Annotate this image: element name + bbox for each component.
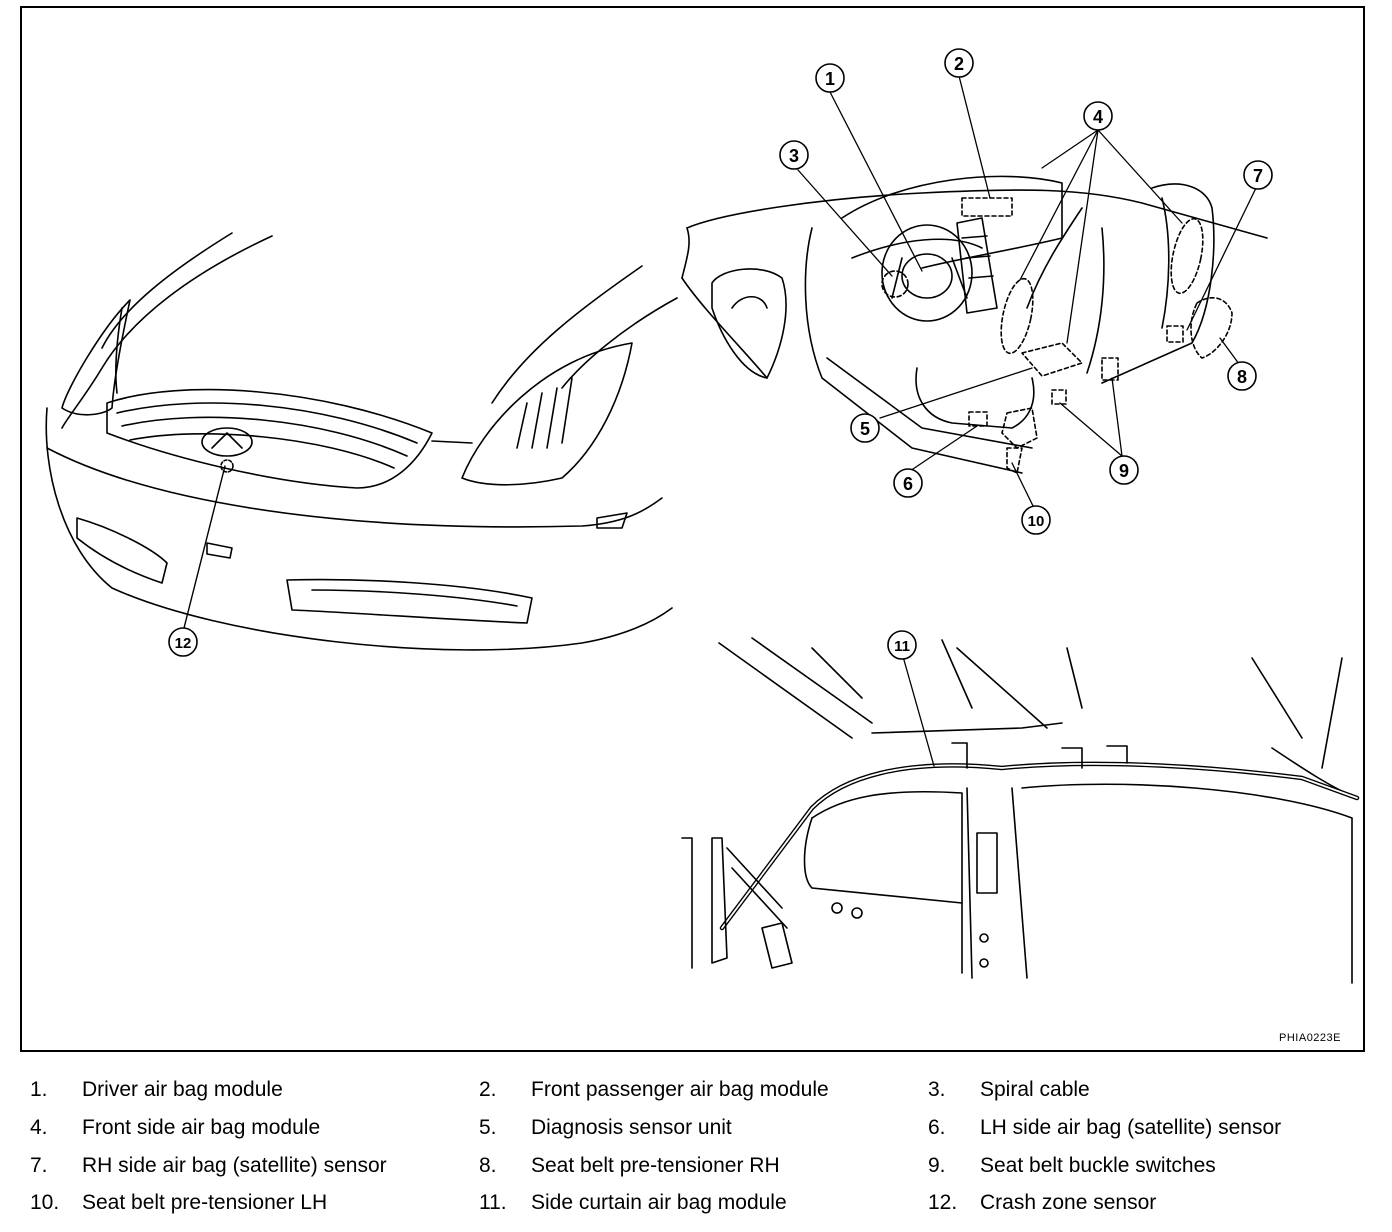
callout-8: 8: [1227, 361, 1257, 391]
callout-label: 1: [825, 69, 835, 89]
callout-label: 10: [1028, 513, 1045, 530]
legend-number: 1.: [30, 1078, 48, 1101]
legend-number: 10.: [30, 1191, 60, 1214]
legend-label: Driver air bag module: [82, 1078, 283, 1101]
callout-11: 11: [887, 630, 917, 660]
callout-label: 4: [1093, 107, 1103, 127]
interior-illustration: [681, 75, 1268, 511]
legend-number: 12.: [928, 1191, 958, 1214]
callout-1: 1: [815, 63, 845, 93]
diagram-frame: 1 2 3 4 5 6 7 8 9 10 11 12 PHIA0223E: [20, 6, 1365, 1052]
callout-label: 3: [789, 146, 799, 166]
legend-number: 9.: [928, 1154, 946, 1177]
legend-label: Front passenger air bag module: [531, 1078, 829, 1101]
legend-number: 5.: [479, 1116, 497, 1139]
callout-7: 7: [1243, 160, 1273, 190]
callout-10: 10: [1021, 505, 1051, 535]
legend-number: 6.: [928, 1116, 946, 1139]
legend-label: Spiral cable: [980, 1078, 1090, 1101]
callout-label: 5: [860, 419, 870, 439]
callout-4: 4: [1083, 101, 1113, 131]
car-front-illustration: [45, 232, 678, 651]
legend-label: Seat belt pre-tensioner RH: [531, 1154, 780, 1177]
legend-number: 11.: [479, 1191, 507, 1214]
legend-number: 4.: [30, 1116, 48, 1139]
legend-label: Seat belt pre-tensioner LH: [82, 1191, 328, 1214]
legend-number: 2.: [479, 1078, 497, 1101]
legend-label: Side curtain air bag module: [531, 1191, 787, 1214]
callout-12: 12: [168, 627, 198, 657]
callout-9: 9: [1109, 455, 1139, 485]
legend-label: LH side air bag (satellite) sensor: [980, 1116, 1282, 1139]
callout-label: 9: [1119, 461, 1129, 481]
diagram-drawing: 1 2 3 4 5 6 7 8 9 10 11 12: [45, 48, 1360, 984]
legend-label: Diagnosis sensor unit: [531, 1116, 732, 1139]
legend-number: 7.: [30, 1154, 48, 1177]
parts-legend: 1. Driver air bag module 2. Front passenge…: [0, 1068, 1392, 1228]
callout-markers: 1 2 3 4 5 6 7 8 9 10 11 12: [168, 48, 1273, 660]
callout-6: 6: [893, 468, 923, 498]
legend-number: 3.: [928, 1078, 946, 1101]
legend-label: Crash zone sensor: [980, 1191, 1157, 1214]
callout-5: 5: [850, 413, 880, 443]
callout-label: 2: [954, 54, 964, 74]
callout-label: 12: [175, 635, 192, 652]
legend-label: Seat belt buckle switches: [980, 1154, 1216, 1177]
callout-label: 11: [894, 638, 910, 655]
legend-number: 8.: [479, 1154, 497, 1177]
callout-label: 6: [903, 474, 913, 494]
figure-code: PHIA0223E: [1279, 1032, 1341, 1044]
callout-3: 3: [779, 140, 809, 170]
curtain-airbag-illustration: [681, 637, 1360, 984]
callout-label: 8: [1237, 367, 1247, 387]
callout-label: 7: [1253, 166, 1263, 186]
legend-label: RH side air bag (satellite) sensor: [82, 1154, 387, 1177]
callout-2: 2: [944, 48, 974, 78]
legend-label: Front side air bag module: [82, 1116, 321, 1139]
